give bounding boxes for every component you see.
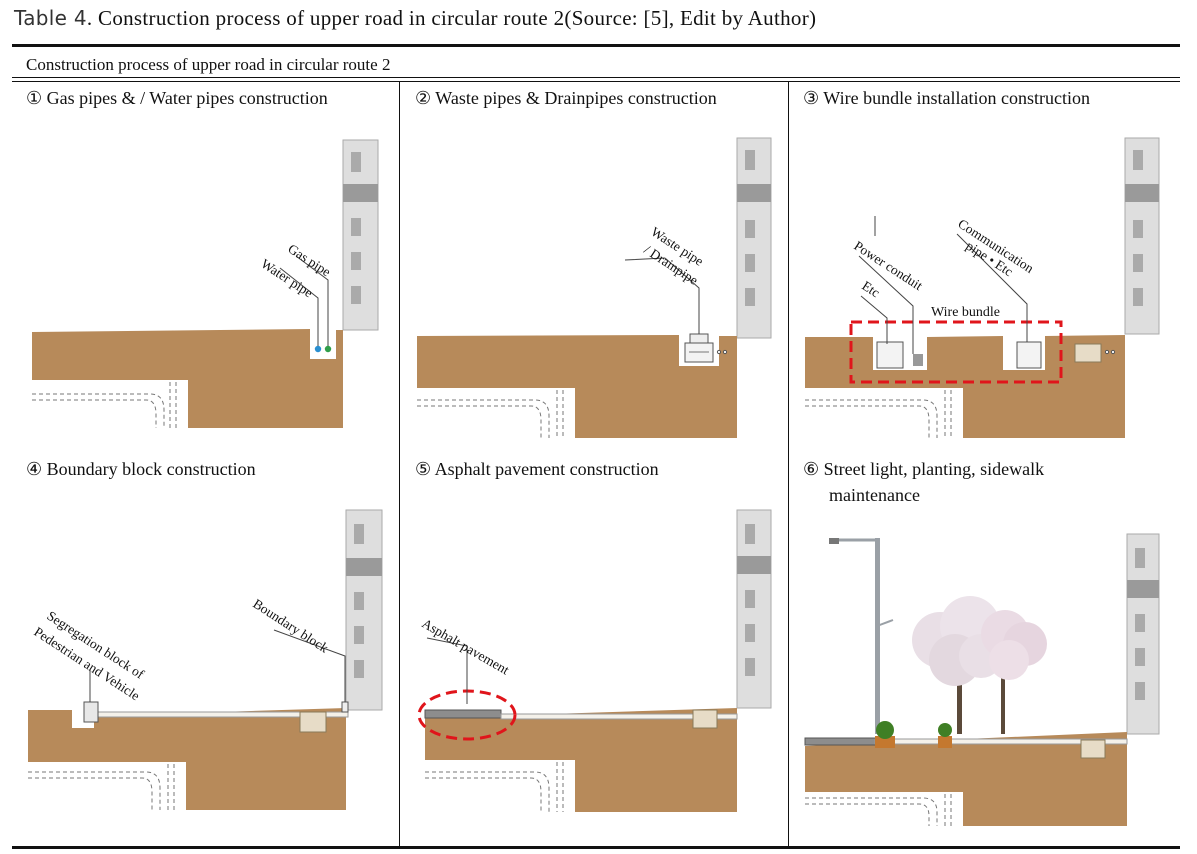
gas-pipe-icon <box>324 345 332 353</box>
drainpipe-box-icon <box>684 333 714 363</box>
power-conduit-icon <box>913 354 923 366</box>
planter-icon <box>875 721 952 748</box>
curb-lines <box>425 762 564 812</box>
curb-lines <box>32 382 177 428</box>
bottom-rule <box>12 846 1180 849</box>
sidewalk-base <box>500 713 738 720</box>
water-pipe-icon <box>314 345 322 353</box>
wire-bundle-label: Wire bundle <box>931 305 1000 320</box>
building <box>1124 137 1160 335</box>
header-rule-2 <box>12 81 1180 82</box>
building <box>1126 533 1160 735</box>
cell-6-title-line-2: maintenance <box>829 485 920 505</box>
cell-5-illustration: Asphalt pavement <box>417 509 772 812</box>
cell-1-illustration: Gas pipe Water pipe <box>32 139 379 428</box>
cell-6-title-line-1: ⑥ Street light, planting, sidewalk <box>803 459 1045 479</box>
street-light-icon <box>829 538 894 734</box>
segregation-block-icon <box>83 701 99 723</box>
top-rule <box>12 44 1180 47</box>
building <box>342 139 379 331</box>
boundary-block-icon <box>1080 739 1106 759</box>
table-header: Construction process of upper road in ci… <box>26 55 391 74</box>
soil <box>417 335 737 438</box>
cell-6-illustration <box>804 533 1160 826</box>
soil <box>32 329 343 428</box>
curb-lines <box>28 764 175 810</box>
cell-1-title: ① Gas pipes & / Water pipes construction <box>26 88 328 108</box>
cell-5-title: ⑤ Asphalt pavement construction <box>415 459 659 479</box>
soil <box>805 732 1127 826</box>
asphalt-pavement-label: Asphalt pavement <box>420 616 512 678</box>
cell-3-title: ③ Wire bundle installation construction <box>803 88 1091 108</box>
column-divider-1 <box>399 82 400 847</box>
curb-lines <box>805 390 952 438</box>
boundary-block-icon <box>299 701 349 733</box>
table-caption: Table 4. Construction process of upper r… <box>14 6 816 31</box>
wire-bundle-highlight <box>849 320 1063 384</box>
curb-lines <box>417 390 564 438</box>
cell-3-illustration: Etc Power conduit Communication pipe • E… <box>805 137 1160 438</box>
cell-4-title: ④ Boundary block construction <box>26 459 256 479</box>
column-divider-2 <box>788 82 789 847</box>
soil <box>805 335 1125 438</box>
cell-2-illustration: Waste pipe / Drainpipe <box>417 137 772 438</box>
boundary-block-label: Boundary block <box>250 596 331 656</box>
soil <box>28 708 346 810</box>
cell-4-illustration: Segregation block of Pedestrian and Vehi… <box>28 509 383 810</box>
conduit-box-icon <box>876 341 1042 369</box>
cell-2-title: ② Waste pipes & Drainpipes construction <box>415 88 717 108</box>
sewer-box-icon <box>1074 343 1116 363</box>
boundary-block-icon <box>692 709 718 729</box>
soil <box>425 708 737 812</box>
curb-lines <box>805 794 952 826</box>
cell-6-title: ⑥ Street light, planting, sidewalk maint… <box>803 456 1044 508</box>
asphalt-layer-icon <box>804 737 876 746</box>
building <box>736 509 772 709</box>
table-caption-text: . Construction process of upper road in … <box>86 6 817 30</box>
building <box>345 509 383 711</box>
building <box>736 137 772 339</box>
header-rule-1 <box>12 77 1180 78</box>
table-caption-label: Table 4 <box>14 6 87 30</box>
asphalt-layer-icon <box>424 709 502 719</box>
tree-icon <box>981 610 1047 734</box>
